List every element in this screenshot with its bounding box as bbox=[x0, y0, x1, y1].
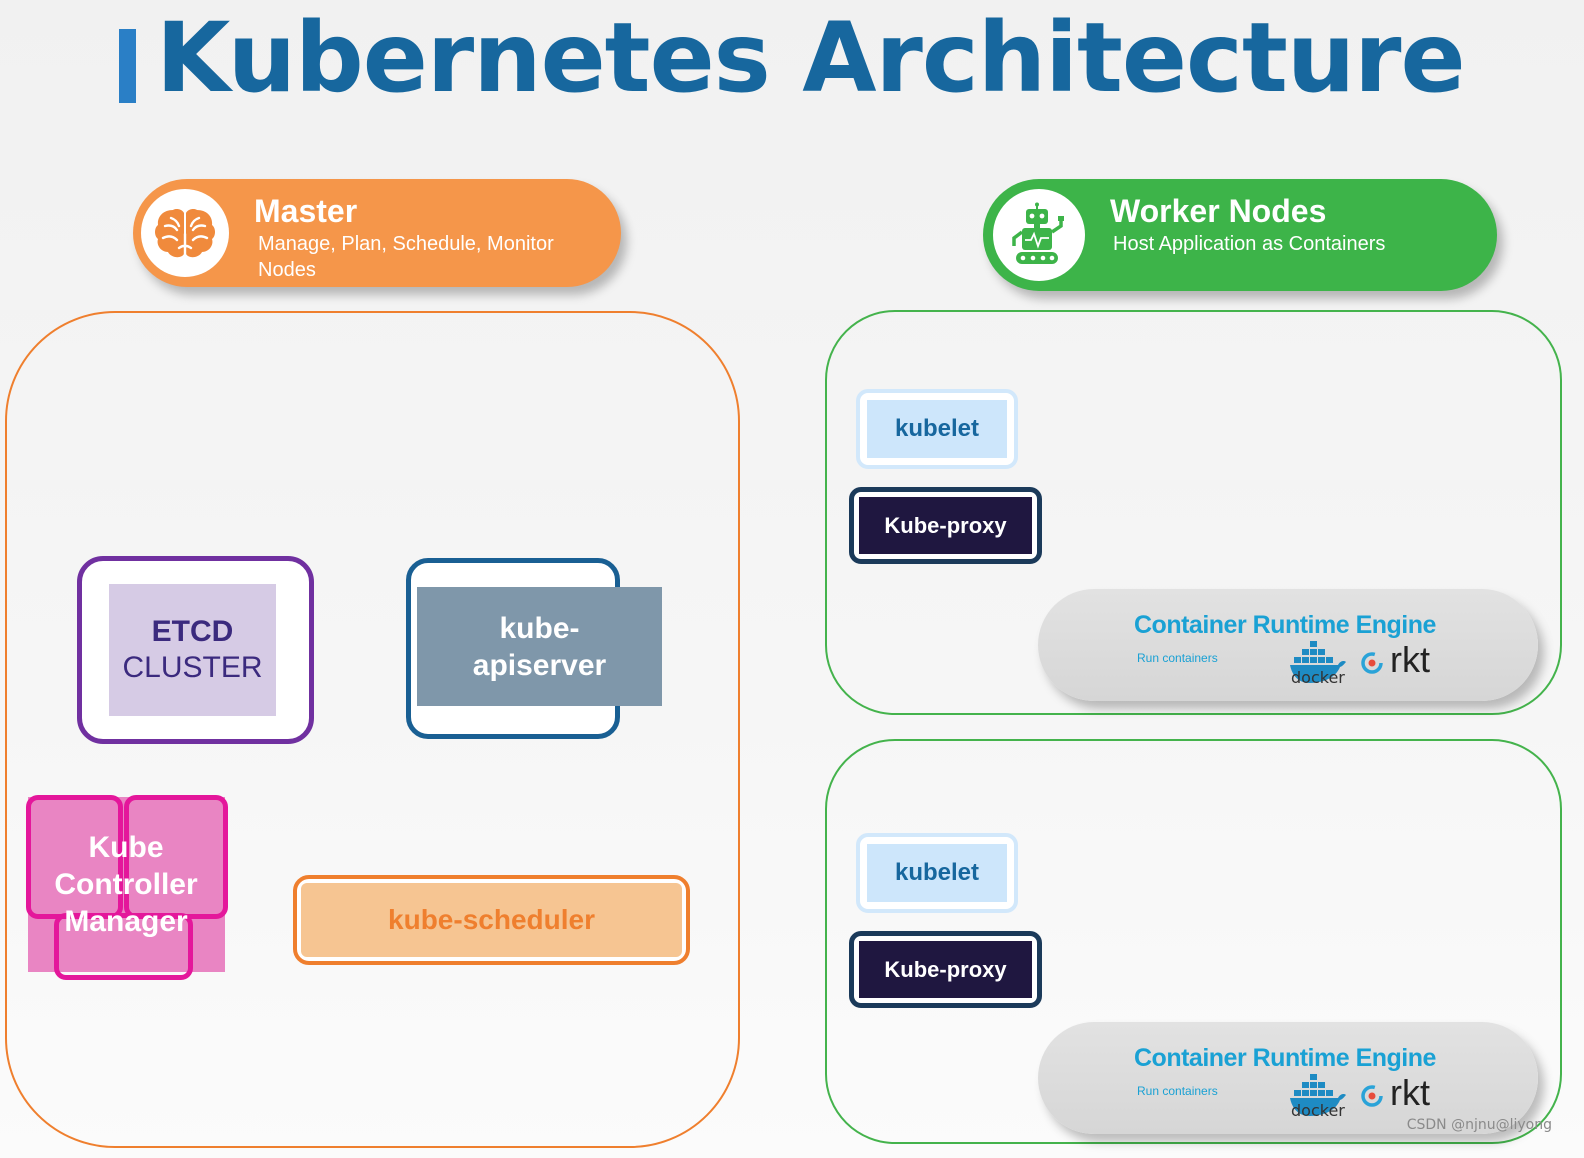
brain-icon bbox=[155, 209, 215, 262]
kube-proxy-label: Kube-proxy bbox=[859, 941, 1032, 998]
kubelet: kubelet bbox=[856, 833, 1018, 913]
worker-header: Worker Nodes Host Application as Contain… bbox=[983, 179, 1497, 291]
kube-proxy-label: Kube-proxy bbox=[859, 497, 1032, 554]
watermark: CSDN @njnu@liyong bbox=[1406, 1117, 1552, 1133]
master-subtitle: Manage, Plan, Schedule, Monitor Nodes bbox=[258, 233, 554, 281]
container-runtime-engine: Container Runtime Engine Run containers … bbox=[1038, 589, 1538, 701]
runtime-subtitle: Run containers bbox=[1137, 1084, 1218, 1098]
docker-whale-icon bbox=[1290, 641, 1346, 683]
rkt-label: rkt bbox=[1390, 639, 1430, 680]
title-accent-bar bbox=[119, 29, 136, 103]
runtime-title: Container Runtime Engine bbox=[1134, 1044, 1436, 1072]
kube-apiserver: kube-apiserver bbox=[406, 558, 662, 739]
master-title: Master bbox=[254, 193, 358, 229]
master-node-container bbox=[5, 311, 740, 1148]
kube-scheduler-label: kube-scheduler bbox=[301, 883, 682, 957]
worker-subtitle: Host Application as Containers bbox=[1113, 233, 1386, 255]
rkt-icon bbox=[1361, 1085, 1383, 1107]
controller-square-3 bbox=[54, 913, 193, 980]
page-title: Kubernetes Architecture bbox=[156, 2, 1466, 114]
etcd-cluster-label: CLUSTER bbox=[122, 651, 263, 684]
etcd-cluster: ETCD CLUSTER bbox=[77, 556, 314, 744]
worker-icon-circle bbox=[993, 189, 1085, 281]
master-icon-circle bbox=[141, 189, 229, 277]
worker-node-container bbox=[825, 310, 1562, 715]
docker-label: docker bbox=[1291, 668, 1345, 687]
runtime-title: Container Runtime Engine bbox=[1134, 611, 1436, 639]
master-header: Master Manage, Plan, Schedule, Monitor N… bbox=[133, 179, 621, 287]
kube-proxy: Kube-proxy bbox=[849, 931, 1042, 1008]
controller-manager-label: Kube Controller Manager bbox=[54, 831, 198, 938]
kubelet-label: kubelet bbox=[867, 400, 1007, 458]
etcd-cluster-inner: ETCD CLUSTER bbox=[109, 584, 276, 716]
kube-controller-manager: Kube Controller Manager bbox=[26, 795, 230, 980]
kube-apiserver-label: kube-apiserver bbox=[417, 587, 662, 706]
kubelet-label: kubelet bbox=[867, 844, 1007, 902]
rkt-icon bbox=[1361, 652, 1383, 674]
kubelet: kubelet bbox=[856, 389, 1018, 469]
kube-proxy: Kube-proxy bbox=[849, 487, 1042, 564]
runtime-subtitle: Run containers bbox=[1137, 651, 1218, 665]
robot-icon bbox=[1012, 202, 1064, 264]
rkt-label: rkt bbox=[1390, 1072, 1430, 1113]
docker-whale-icon bbox=[1290, 1074, 1346, 1116]
etcd-label: ETCD bbox=[151, 615, 234, 648]
kube-scheduler: kube-scheduler bbox=[293, 875, 690, 965]
worker-node-container bbox=[825, 739, 1562, 1144]
container-runtime-engine: Container Runtime Engine Run containers … bbox=[1038, 1022, 1538, 1134]
worker-title: Worker Nodes bbox=[1110, 193, 1327, 229]
docker-label: docker bbox=[1291, 1101, 1345, 1120]
